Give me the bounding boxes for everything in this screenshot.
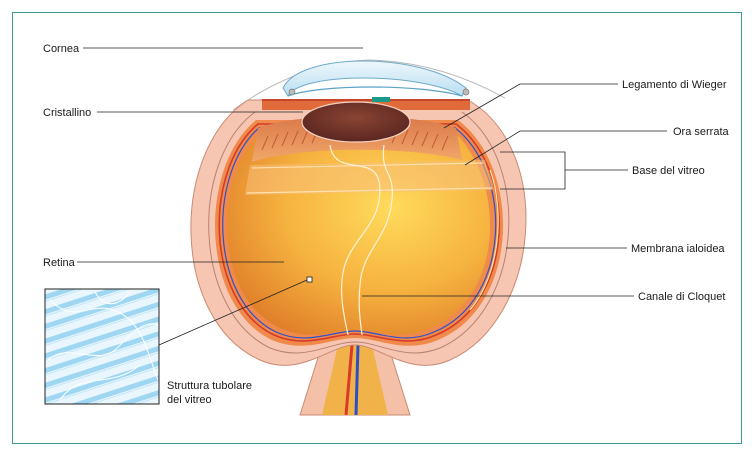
leader-legamento: [443, 83, 618, 129]
limbus-right: [462, 88, 470, 96]
central-artery: [344, 344, 354, 416]
label-cornea: Cornea: [43, 43, 80, 55]
lens: [301, 101, 411, 143]
sclera-inner-line: [208, 111, 510, 354]
label-retina: Retina: [43, 257, 76, 269]
hyaloid-membrane: [469, 169, 499, 311]
bracket-base-vitreo: [500, 151, 566, 190]
inset-frame: [44, 288, 160, 405]
retinal-vessel-red: [218, 123, 500, 342]
eyelid-outline: [232, 59, 506, 111]
label-membrana: Membrana ialoidea: [631, 243, 725, 255]
label-canale: Canale di Cloquet: [638, 291, 725, 303]
inset-sample-marker: [306, 276, 313, 283]
leader-ora-serrata: [464, 130, 667, 166]
pupil-marker: [372, 97, 390, 102]
label-legamento: Legamento di Wieger: [622, 79, 727, 91]
cloquet-canal-left: [329, 144, 381, 336]
figure-frame: [12, 12, 742, 444]
vitreous-base-line-top: [251, 162, 484, 169]
central-vein: [354, 344, 360, 416]
vitreous-tubular-inset: [45, 289, 159, 404]
label-ora-serrata: Ora serrata: [673, 126, 730, 138]
label-struttura-1: Struttura tubolare: [167, 380, 252, 392]
cornea-inner-edge: [287, 86, 463, 97]
vitreous-base-band: [245, 160, 493, 195]
label-struttura-2: del vitreo: [167, 394, 212, 406]
vitreous-base-line-bottom: [246, 187, 493, 194]
leader-inset: [158, 279, 308, 346]
label-base-vitreo: Base del vitreo: [632, 165, 705, 177]
limbus-left: [288, 88, 296, 96]
cloquet-canal-right: [358, 144, 393, 336]
optic-nerve: [322, 345, 388, 415]
label-cristallino: Cristallino: [43, 107, 91, 119]
retinal-vessel-blue: [222, 126, 497, 339]
